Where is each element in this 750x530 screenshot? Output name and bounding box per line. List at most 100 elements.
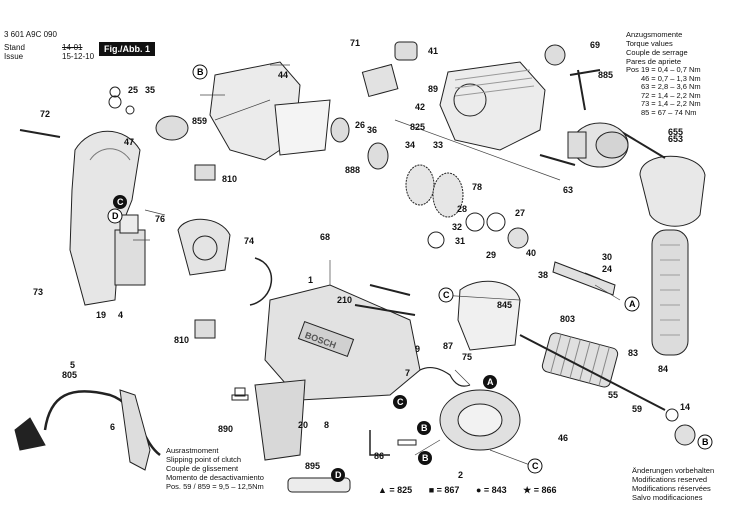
torque-range: = 2,8 – 3,6 Nm	[651, 82, 701, 92]
changes-line: Salvo modificaciones	[632, 493, 703, 502]
part-label: 24	[602, 264, 612, 274]
part-label: 2	[458, 470, 463, 480]
part-label: 89	[428, 84, 438, 94]
part-label: 47	[124, 137, 134, 147]
part-label: 69	[590, 40, 600, 50]
part-label: 42	[415, 102, 425, 112]
part-label: 40	[526, 248, 536, 258]
torque-range: = 0,4 – 0,7 Nm	[651, 65, 701, 74]
svg-text:A: A	[629, 299, 636, 309]
part-label: 46	[558, 433, 568, 443]
power-cable	[14, 389, 161, 471]
part-label: 63	[563, 185, 573, 195]
part-label: 44	[278, 70, 288, 80]
part-label: 810	[222, 174, 237, 184]
part-label: 8	[324, 420, 329, 430]
doc-number: 3 601 A9C 090	[4, 30, 57, 39]
torque-title-de: Anzugsmomente	[626, 30, 683, 39]
svg-text:B: B	[702, 437, 709, 447]
part-labels: 71 41 89 42 44 25 35 72 859 47 26 36 34 …	[33, 38, 690, 480]
part-label: 805	[62, 370, 77, 380]
svg-text:B: B	[197, 67, 204, 77]
torque-pos: 85	[640, 107, 650, 117]
svg-text:C: C	[397, 397, 404, 407]
part-label: 74	[244, 236, 254, 246]
part-label: 803	[560, 314, 575, 324]
torque-pos: 63	[640, 82, 650, 92]
part-label: 34	[405, 140, 415, 150]
svg-text:C: C	[532, 461, 539, 471]
legend-star: ★ = 866	[523, 485, 557, 495]
svg-text:A: A	[487, 377, 494, 387]
callout-c: C	[527, 458, 543, 474]
part-label: 9	[415, 344, 420, 354]
part-label: 33	[433, 140, 443, 150]
part-label: 825	[410, 122, 425, 132]
part-label: 655	[668, 127, 683, 137]
callout-c: C	[113, 195, 127, 209]
torque-title-en: Torque values	[626, 39, 673, 48]
clutch-line: Couple de glissement	[166, 464, 239, 473]
field-winding	[439, 389, 521, 451]
fan-guide	[457, 280, 521, 351]
part-label: 14	[680, 402, 690, 412]
clutch-note: Ausrastmoment Slipping point of clutch C…	[166, 446, 264, 491]
svg-text:B: B	[421, 423, 428, 433]
callout-b: B	[418, 451, 432, 465]
part-label: 25	[128, 85, 138, 95]
part-label: 859	[192, 116, 207, 126]
brush-holder	[177, 218, 231, 276]
spindle	[552, 261, 616, 296]
changes-line: Modifications reserved	[632, 475, 708, 484]
chuck	[567, 122, 629, 168]
part-label: 73	[33, 287, 43, 297]
part-label: 20	[298, 420, 308, 430]
part-label: 7	[405, 368, 410, 378]
stand-value: 14-01	[62, 43, 83, 52]
part-label: 845	[497, 300, 512, 310]
part-label: 6	[110, 422, 115, 432]
part-label: 41	[428, 46, 438, 56]
callout-b: B	[697, 434, 713, 450]
changes-note: Änderungen vorbehalten Modifications res…	[632, 466, 714, 502]
grease-tube	[287, 477, 351, 493]
callout-c: C	[393, 395, 407, 409]
callout-d: D	[331, 468, 345, 482]
part-label: 4	[118, 310, 123, 320]
gear-housing	[439, 61, 546, 151]
part-label: 1	[308, 275, 313, 285]
gears	[330, 117, 464, 218]
part-label: 26	[355, 120, 365, 130]
small-parts	[19, 41, 696, 456]
motor-housing: BOSCH	[254, 284, 421, 461]
clutch-line: Pos. 59 / 859 = 9,5 – 12,5Nm	[166, 482, 264, 491]
callout-c: C	[438, 287, 454, 303]
clutch-line: Momento de desactivamiento	[166, 473, 264, 482]
svg-text:D: D	[335, 470, 342, 480]
callout-b: B	[192, 64, 208, 80]
torque-pos: 19	[640, 65, 650, 74]
part-label: 30	[602, 252, 612, 262]
torque-table: Anzugsmomente Torque values Couple de se…	[626, 30, 703, 118]
part-label: 210	[337, 295, 352, 305]
part-label: 72	[40, 109, 50, 119]
callout-a: A	[483, 375, 497, 389]
part-label: 653	[668, 134, 683, 144]
torque-pos: 73	[640, 99, 650, 109]
chuck-key	[569, 69, 601, 111]
switch	[114, 214, 146, 286]
changes-line: Änderungen vorbehalten	[632, 466, 715, 475]
symbol-legend: ▲ = 825 ■ = 867 ● = 843 ★ = 866	[378, 485, 571, 496]
pistol-grip	[69, 130, 141, 306]
issue-value: 15-12-10	[62, 52, 95, 61]
part-label: 890	[218, 424, 233, 434]
part-label: 885	[598, 70, 613, 80]
part-label: 59	[632, 404, 642, 414]
part-label: 28	[457, 204, 467, 214]
callout-d: D	[107, 208, 123, 224]
legend-triangle: ▲ = 825	[378, 485, 413, 495]
part-label: 84	[658, 364, 668, 374]
torque-pos: 72	[640, 90, 650, 100]
